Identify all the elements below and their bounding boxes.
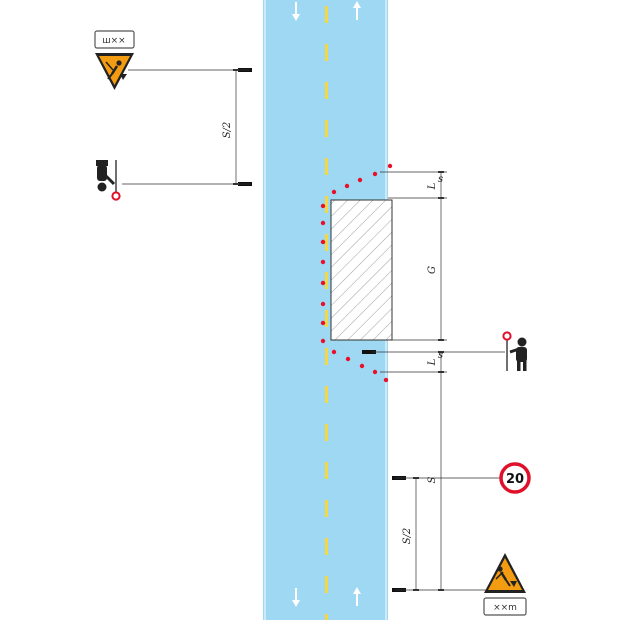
centerline-dash <box>325 310 328 327</box>
flagman-icon <box>96 160 121 201</box>
upper-sign-group: ш×× <box>94 30 135 90</box>
distance-plate-upper-text: ш×× <box>102 36 125 46</box>
dim-subscript: s <box>438 350 443 361</box>
centerline-dash <box>325 44 328 61</box>
arrow-up-icon <box>353 587 361 606</box>
centerline-dash <box>325 538 328 555</box>
centerline-dash <box>325 576 328 593</box>
arrow-up-icon <box>353 1 361 20</box>
traffic-cone-icon <box>387 163 393 169</box>
lower-sign-group: ××m <box>483 553 527 616</box>
distance-plate-lower <box>483 597 527 616</box>
dim-label-transition-lower: L <box>427 358 438 366</box>
centerline-dash <box>325 158 328 175</box>
speed-limit-value: 20 <box>506 472 524 487</box>
dim-label-spacing: S <box>427 476 438 483</box>
arrow-down-icon <box>292 2 300 21</box>
traffic-cone-icon <box>331 349 337 355</box>
dim-label-half-spacing-upper: S/2 <box>222 122 233 139</box>
work-zone <box>330 199 393 341</box>
centerline-dash <box>325 120 328 137</box>
flagman-icon <box>502 331 527 371</box>
traffic-cone-icon <box>320 320 326 326</box>
centerline-dash <box>325 386 328 403</box>
dim-subscript: s <box>438 174 443 185</box>
traffic-cone-icon <box>359 363 365 369</box>
cone-line <box>320 163 393 383</box>
centerline-dash <box>325 424 328 441</box>
traffic-cone-icon <box>320 259 326 265</box>
dimension-lines <box>235 70 442 590</box>
speed-limit-sign-icon: 20 <box>499 462 531 494</box>
traffic-cone-icon <box>344 183 350 189</box>
traffic-cone-icon <box>331 189 337 195</box>
traffic-cone-icon <box>320 280 326 286</box>
centerline-dash <box>325 6 328 23</box>
distance-plate-upper <box>94 30 135 49</box>
traffic-cone-icon <box>320 203 326 209</box>
centerline-dash <box>325 614 328 620</box>
traffic-cone-icon <box>357 177 363 183</box>
traffic-cone-icon <box>320 301 326 307</box>
traffic-cone-icon <box>372 369 378 375</box>
centerline-dash <box>325 196 328 213</box>
traffic-cone-icon <box>345 356 351 362</box>
road-work-sign-icon <box>484 553 526 593</box>
traffic-cone-icon <box>320 239 326 245</box>
centerline <box>325 6 328 620</box>
leader-lines <box>122 69 505 591</box>
traffic-cone-icon <box>320 220 326 226</box>
traffic-cone-icon <box>320 338 326 344</box>
centerline-dash <box>325 500 328 517</box>
centerline-dash <box>325 348 328 365</box>
arrow-down-icon <box>292 588 300 607</box>
dim-label-work-zone: G <box>427 266 438 274</box>
barrier <box>362 350 376 354</box>
traffic-cone-icon <box>372 171 378 177</box>
dim-label-transition-upper: L <box>427 182 438 190</box>
distance-plate-lower-text: ××m <box>493 603 517 613</box>
dim-label-half-spacing-lower: S/2 <box>402 528 413 545</box>
centerline-dash <box>325 462 328 479</box>
centerline-dash <box>325 272 328 289</box>
centerline-dash <box>325 234 328 251</box>
centerline-dash <box>325 82 328 99</box>
road-work-sign-icon <box>95 53 134 90</box>
traffic-cone-icon <box>383 377 389 383</box>
dimension-ticks <box>233 69 444 591</box>
